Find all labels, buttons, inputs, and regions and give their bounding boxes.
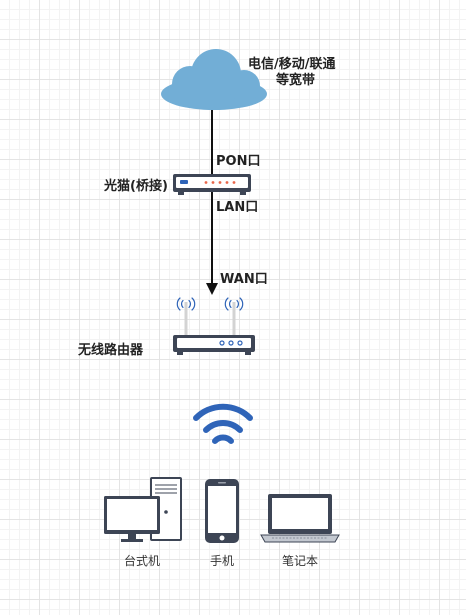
- lan-port-label: LAN口: [216, 200, 259, 215]
- isp-label: 电信/移动/联通: [248, 57, 336, 72]
- phone-label: 手机: [209, 554, 234, 568]
- pon-port-label: PON口: [216, 154, 261, 169]
- arrow-head-icon: [206, 283, 218, 295]
- desktop-computer-icon: [104, 477, 182, 542]
- antenna-signal-icon: [176, 297, 244, 311]
- laptop-icon: [260, 494, 340, 543]
- cloud-icon: [161, 49, 267, 110]
- modem-label: 光猫(桥接): [104, 179, 168, 194]
- wifi-icon: [193, 403, 253, 444]
- optical-modem-icon: [173, 174, 251, 195]
- laptop-label: 笔记本: [281, 554, 318, 568]
- smartphone-icon: [205, 479, 239, 543]
- wan-port-label: WAN口: [220, 272, 268, 287]
- desktop-label: 台式机: [123, 554, 160, 568]
- router-label: 无线路由器: [78, 343, 144, 358]
- isp-label-line2: 等宽带: [276, 73, 316, 88]
- wireless-router-icon: [173, 297, 255, 355]
